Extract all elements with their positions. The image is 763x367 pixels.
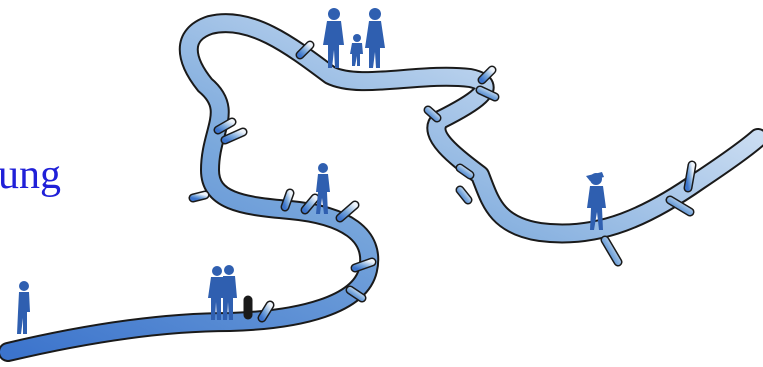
couple-icon: [208, 265, 237, 320]
family-icon: [323, 8, 385, 68]
lone-person-icon: [17, 281, 30, 334]
winding-road: [8, 23, 758, 352]
partial-caption-text: ung: [0, 154, 61, 196]
